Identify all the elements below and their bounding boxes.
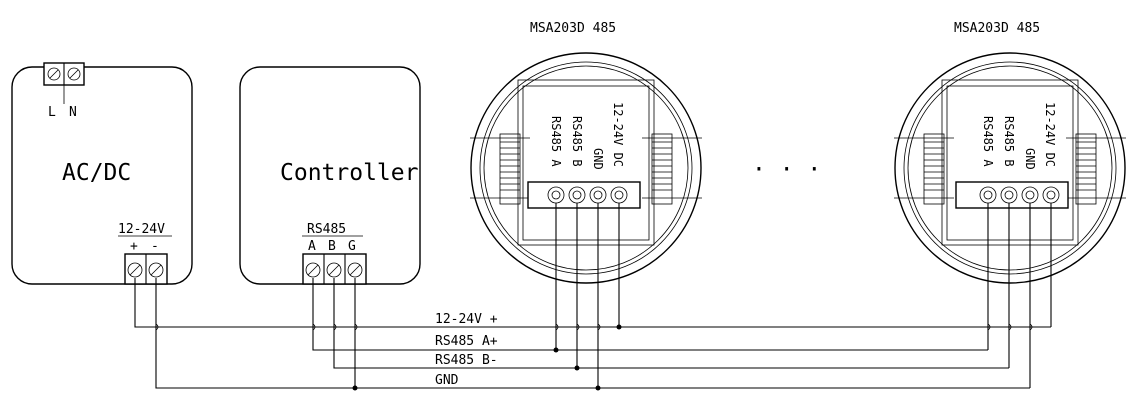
device-1-left-clamp [470, 133, 530, 205]
device-1-term-rs485b: RS485 B [570, 116, 584, 167]
device-2-term-rs485b: RS485 B [1002, 116, 1016, 167]
acdc-plus-label: + [130, 239, 138, 254]
bus-rs485-b-label: RS485 B- [435, 353, 498, 368]
wiring: 12-24V + RS485 A+ RS485 B- GND [134, 203, 1052, 391]
device-2-term-dc: 12-24V DC [1043, 102, 1057, 167]
device-2-left-clamp [894, 133, 954, 205]
device-2-right-clamp [1066, 133, 1126, 205]
device-2-terminal-block [955, 181, 1069, 209]
controller: Controller RS485 A B G [239, 66, 421, 285]
controller-label-g: G [348, 239, 356, 254]
device-1-model: MSA203D 485 [530, 21, 616, 36]
acdc-box [11, 66, 193, 285]
device-2-term-gnd: GND [1023, 148, 1037, 170]
bus-rs485-b [333, 330, 1009, 371]
bus-gnd-label: GND [435, 373, 459, 388]
device-1-term-rs485a: RS485 A [549, 116, 563, 167]
acdc-output-label: 12-24V [118, 222, 165, 237]
device-1-terminal-block [527, 181, 641, 209]
controller-label-a: A [308, 239, 316, 254]
acdc-minus-label: - [151, 239, 159, 254]
acdc-input-terminal-block [43, 62, 85, 104]
more-devices-ellipsis: · · · [752, 157, 821, 183]
acdc-label-n: N [69, 105, 77, 120]
device-2-model: MSA203D 485 [954, 21, 1040, 36]
bus-rs485-a-label: RS485 A+ [435, 334, 498, 349]
device-1-right-clamp [642, 133, 702, 205]
device-1-term-dc: 12-24V DC [611, 102, 625, 167]
bus-rs485-a [312, 330, 988, 353]
bus-power [134, 278, 1051, 330]
acdc-output-terminal-block [124, 253, 168, 285]
controller-bus-label: RS485 [307, 222, 346, 237]
controller-label-b: B [328, 239, 336, 254]
controller-title: Controller [280, 160, 418, 186]
device-2: MSA203D 485 RS485 A RS485 B GND 12-24V D… [894, 21, 1126, 284]
acdc-power-supply: L N AC/DC 12-24V + - [11, 62, 193, 285]
device-1: MSA203D 485 RS485 A RS485 B GND 12-24V D… [470, 21, 702, 284]
bus-power-label: 12-24V + [435, 312, 498, 327]
device-2-term-rs485a: RS485 A [981, 116, 995, 167]
acdc-label-l: L [48, 105, 56, 120]
bus-gnd [155, 278, 1030, 391]
acdc-title: AC/DC [62, 160, 131, 186]
device-1-term-gnd: GND [591, 148, 605, 170]
